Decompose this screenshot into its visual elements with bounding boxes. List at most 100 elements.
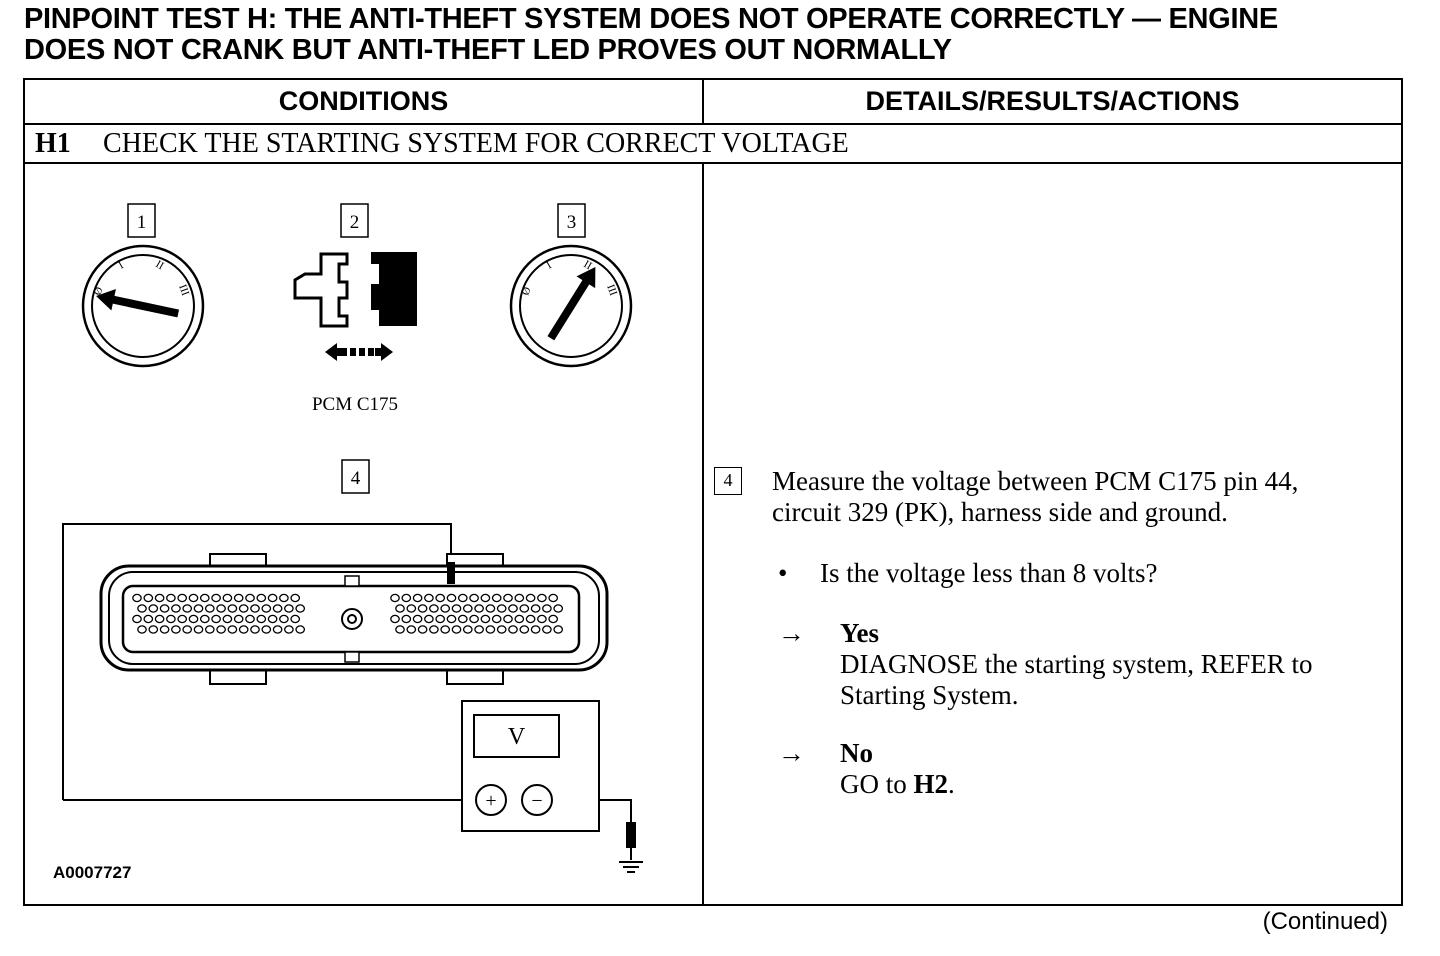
callout-2: 2 xyxy=(340,203,369,238)
connector-pin xyxy=(199,614,210,624)
connector-pin xyxy=(143,593,154,603)
connector-pin xyxy=(166,593,176,603)
callout-1-label: 1 xyxy=(137,212,147,233)
yes-action-line-2: Starting System. xyxy=(840,680,1019,710)
connector-pin xyxy=(227,625,238,634)
connector-pin xyxy=(171,604,181,613)
connector-pin xyxy=(530,604,541,613)
connector-pin xyxy=(537,593,547,603)
column-header-details: DETAILS/RESULTS/ACTIONS xyxy=(865,86,1240,116)
connector-pin xyxy=(256,593,267,603)
step-code: H1 xyxy=(35,128,71,159)
connector-pin xyxy=(233,593,244,603)
connector-pin xyxy=(238,625,249,634)
connector-pin xyxy=(290,614,301,624)
callout-1: 1 xyxy=(127,203,156,238)
connector-pin xyxy=(525,614,536,624)
connector-pin xyxy=(261,625,272,634)
connector-pin xyxy=(284,604,294,613)
connector-pin xyxy=(424,614,434,624)
conditions-illustration: 1 Ø I II III 2 xyxy=(53,203,643,882)
connector-pin xyxy=(514,614,525,624)
connector-pin xyxy=(267,614,278,624)
yes-label: Yes xyxy=(840,618,879,648)
connector-pin xyxy=(406,625,417,634)
connector-pin xyxy=(216,604,226,613)
pin-grid-right xyxy=(390,593,564,634)
connector-pin xyxy=(553,604,564,613)
minus-sign: − xyxy=(531,790,542,812)
connector-pin xyxy=(250,625,260,634)
connector-pin xyxy=(154,614,165,624)
connector-pin xyxy=(137,625,147,634)
no-action-suffix: . xyxy=(948,769,955,799)
connector-pin xyxy=(132,593,142,603)
connector-pin xyxy=(154,593,165,603)
connector-pin xyxy=(171,625,181,634)
connector-pin xyxy=(401,593,412,603)
voltmeter: V + − xyxy=(461,700,600,832)
connector-pin xyxy=(537,614,547,624)
connector-pin xyxy=(177,614,188,624)
callout-2-label: 2 xyxy=(350,212,360,233)
connector-pin xyxy=(245,593,255,603)
connector-pin xyxy=(188,614,199,624)
connector-pin xyxy=(204,604,215,613)
ignition-pos-3b: III xyxy=(604,283,619,298)
body-divider xyxy=(702,164,704,904)
connector-pin xyxy=(211,593,221,603)
connector-pin xyxy=(166,614,176,624)
connector-pin xyxy=(250,604,260,613)
arrow-icon: → xyxy=(778,738,805,768)
step-title: CHECK THE STARTING SYSTEM FOR CORRECT VO… xyxy=(103,128,849,159)
connector-pin xyxy=(272,604,283,613)
connector-pin xyxy=(519,625,530,634)
connector-pin xyxy=(508,625,518,634)
connector-pin xyxy=(132,614,142,624)
callout-4-label: 4 xyxy=(351,468,361,489)
callout-3-label: 3 xyxy=(567,212,577,233)
connector-pin xyxy=(177,593,188,603)
connector-pin xyxy=(193,625,204,634)
ignition-pos-1: I xyxy=(117,259,126,271)
arrow-icon: → xyxy=(778,618,805,648)
connector-pin xyxy=(451,625,462,634)
ignition-pos-1b: I xyxy=(545,259,554,271)
connector-pin xyxy=(496,625,507,634)
connector-pin xyxy=(469,614,479,624)
ignition-pos-3: III xyxy=(176,283,191,298)
connector-pin xyxy=(267,593,278,603)
continued-label: (Continued) xyxy=(1262,908,1388,935)
connector-pin xyxy=(508,604,518,613)
ignition-pos-0b: Ø xyxy=(520,285,534,297)
step-rule xyxy=(25,162,1401,164)
step-title-row: H1 CHECK THE STARTING SYSTEM FOR CORRECT … xyxy=(35,126,849,162)
connector-pin xyxy=(503,593,513,603)
question: •Is the voltage less than 8 volts? xyxy=(778,558,1157,589)
pin-grid-left xyxy=(132,593,306,634)
connector-pin xyxy=(227,604,238,613)
connector-pin xyxy=(182,604,193,613)
header-divider xyxy=(702,80,704,123)
no-action-prefix: GO to xyxy=(840,769,914,799)
connector-pin xyxy=(548,593,559,603)
meter-unit: V xyxy=(508,724,526,750)
connector-pin xyxy=(440,625,451,634)
connector-pin xyxy=(480,593,491,603)
question-text: Is the voltage less than 8 volts? xyxy=(820,558,1158,588)
connector-pin xyxy=(440,604,451,613)
column-header-conditions: CONDITIONS xyxy=(278,86,449,116)
connector-pin xyxy=(390,593,400,603)
connector-pin xyxy=(216,625,226,634)
connector-pin xyxy=(193,604,204,613)
connector-pin xyxy=(417,625,428,634)
connector-pin xyxy=(469,593,479,603)
step-number-box: 4 xyxy=(714,467,742,495)
connector-pin xyxy=(462,625,473,634)
ignition-pos-0: Ø xyxy=(92,285,106,297)
connector-pin xyxy=(279,614,289,624)
pinpoint-table: CONDITIONS DETAILS/RESULTS/ACTIONS H1 CHE… xyxy=(23,78,1403,906)
connector-pin xyxy=(462,604,473,613)
ignition-switch-off-icon: Ø I II III xyxy=(81,244,205,368)
connector-pin xyxy=(491,614,502,624)
